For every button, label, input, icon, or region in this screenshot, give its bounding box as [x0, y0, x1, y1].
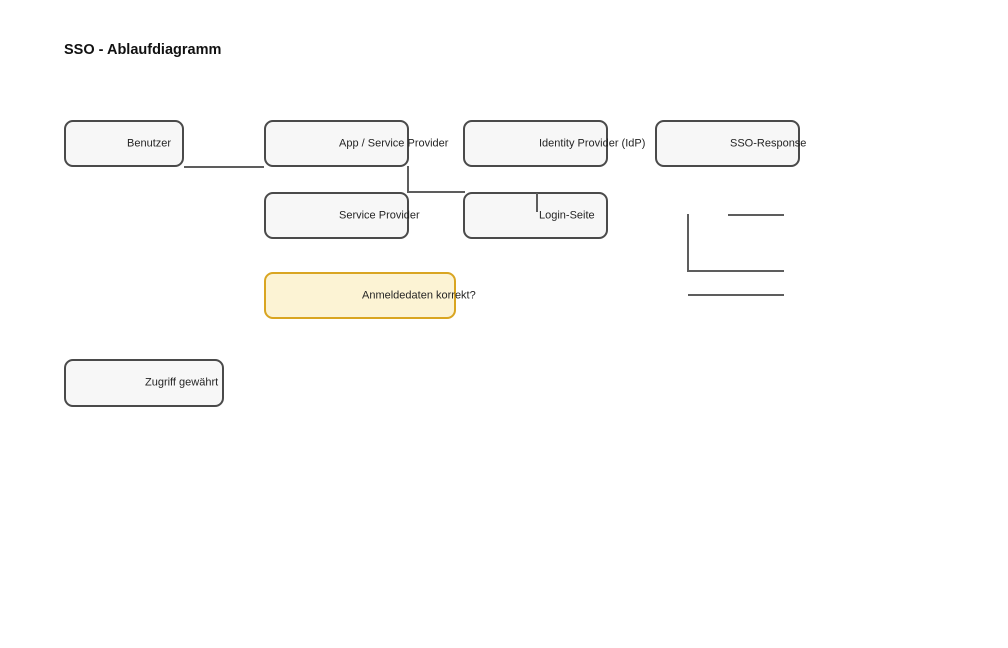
edge-app-down [407, 166, 409, 193]
node-login-seite[interactable]: Login-Seite [463, 192, 608, 239]
node-login-seite-label: Login-Seite [539, 209, 595, 221]
orphan-segment-vertical [687, 214, 689, 272]
node-sso-response[interactable]: SSO-Response [655, 120, 806, 167]
node-zugriff-gewaehrt[interactable]: Zugriff gewährt [64, 359, 224, 407]
orphan-segment-top [728, 214, 784, 216]
edge-benutzer-to-app [184, 166, 264, 168]
edge-login-entry [536, 193, 538, 212]
orphan-segment-middle [688, 270, 784, 272]
node-app-service-provider[interactable]: App / Service Provider [264, 120, 448, 167]
node-anmeldedaten-korrekt[interactable]: Anmeldedaten korrekt? [264, 272, 476, 319]
orphan-segment-bottom [688, 294, 784, 296]
diagram-title: SSO - Ablaufdiagramm [64, 42, 222, 58]
node-zugriff-gewaehrt-label: Zugriff gewährt [145, 376, 219, 389]
node-app-service-provider-label: App / Service Provider [339, 137, 449, 149]
node-identity-provider-label: Identity Provider (IdP) [539, 137, 646, 149]
node-anmeldedaten-korrekt-label: Anmeldedaten korrekt? [362, 289, 476, 301]
edge-app-to-login [407, 191, 465, 193]
node-benutzer-label: Benutzer [127, 137, 172, 149]
node-identity-provider[interactable]: Identity Provider (IdP) [463, 120, 645, 167]
node-service-provider-label: Service Provider [339, 209, 420, 221]
node-service-provider[interactable]: Service Provider [264, 192, 420, 239]
node-sso-response-label: SSO-Response [730, 137, 807, 149]
node-benutzer[interactable]: Benutzer [64, 120, 184, 167]
